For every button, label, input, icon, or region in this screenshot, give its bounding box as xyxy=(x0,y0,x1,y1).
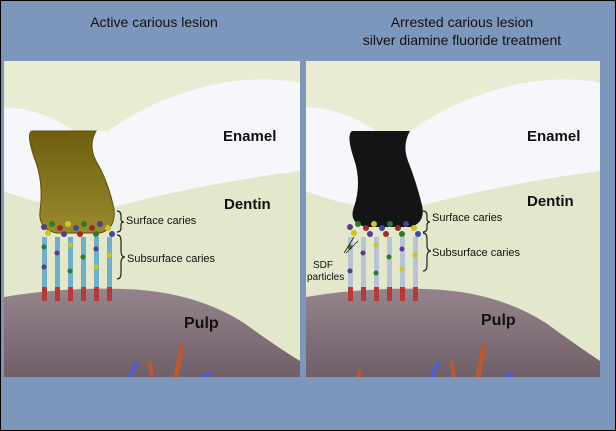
dentin-label: Dentin xyxy=(527,193,574,210)
subsurface-caries-label: Subsurface caries xyxy=(127,253,216,265)
vessel-blue-2 xyxy=(504,371,514,377)
dentin-label: Dentin xyxy=(224,196,271,213)
sdf-label-line2: particles xyxy=(307,272,344,283)
subsurface-bracket xyxy=(422,232,432,272)
vessel-blue-2 xyxy=(202,371,212,377)
vessel-blue-1 xyxy=(430,361,440,377)
right-title-line2: silver diamine fluoride treatment xyxy=(362,32,562,48)
arrested-lesion-cavity xyxy=(349,131,423,227)
surface-caries-dots xyxy=(347,221,421,237)
enamel-label: Enamel xyxy=(223,128,276,145)
vessel-red-3 xyxy=(356,369,362,377)
subsurface-bracket xyxy=(116,234,126,280)
right-panel-arrested-lesion: Enamel Dentin Surface caries Subsurface … xyxy=(306,61,600,377)
bottom-band xyxy=(0,377,616,431)
surface-bracket xyxy=(422,210,431,233)
surface-bracket xyxy=(116,210,125,233)
vessel-red-1 xyxy=(475,343,487,377)
pulp-label: Pulp xyxy=(184,315,219,332)
surface-caries-label: Surface caries xyxy=(126,215,197,227)
surface-caries-label: Surface caries xyxy=(432,212,503,224)
vessel-red-2 xyxy=(450,361,456,377)
left-panel-active-lesion: Enamel Dentin Surface caries Subsurface … xyxy=(4,61,300,377)
pulp-chamber xyxy=(306,288,600,377)
enamel-shadow xyxy=(306,61,600,131)
surface-caries-dots xyxy=(41,221,115,237)
sdf-label-line1: SDF xyxy=(313,260,333,271)
active-lesion-cavity xyxy=(28,130,115,234)
subsurface-tubules-sdf xyxy=(347,237,418,301)
right-panel-illustration: Enamel Dentin Surface caries Subsurface … xyxy=(306,61,600,377)
vessel-red-2 xyxy=(148,361,154,377)
left-panel-title: Active carious lesion xyxy=(90,14,218,30)
sdf-pointer-lines xyxy=(343,236,359,254)
enamel-shadow xyxy=(4,61,300,131)
right-title-line1: Arrested carious lesion xyxy=(390,14,534,30)
pulp-chamber xyxy=(4,288,300,377)
left-panel-illustration: Enamel Dentin Surface caries Subsurface … xyxy=(4,61,300,377)
vessel-blue-1 xyxy=(128,361,138,377)
vessel-red-1 xyxy=(173,343,185,377)
pulp-label: Pulp xyxy=(481,312,516,329)
right-panel-title: Arrested carious lesion silver diamine f… xyxy=(308,13,616,49)
subsurface-caries-label: Subsurface caries xyxy=(432,247,521,259)
enamel-label: Enamel xyxy=(527,128,580,145)
subsurface-tubules xyxy=(41,237,112,301)
